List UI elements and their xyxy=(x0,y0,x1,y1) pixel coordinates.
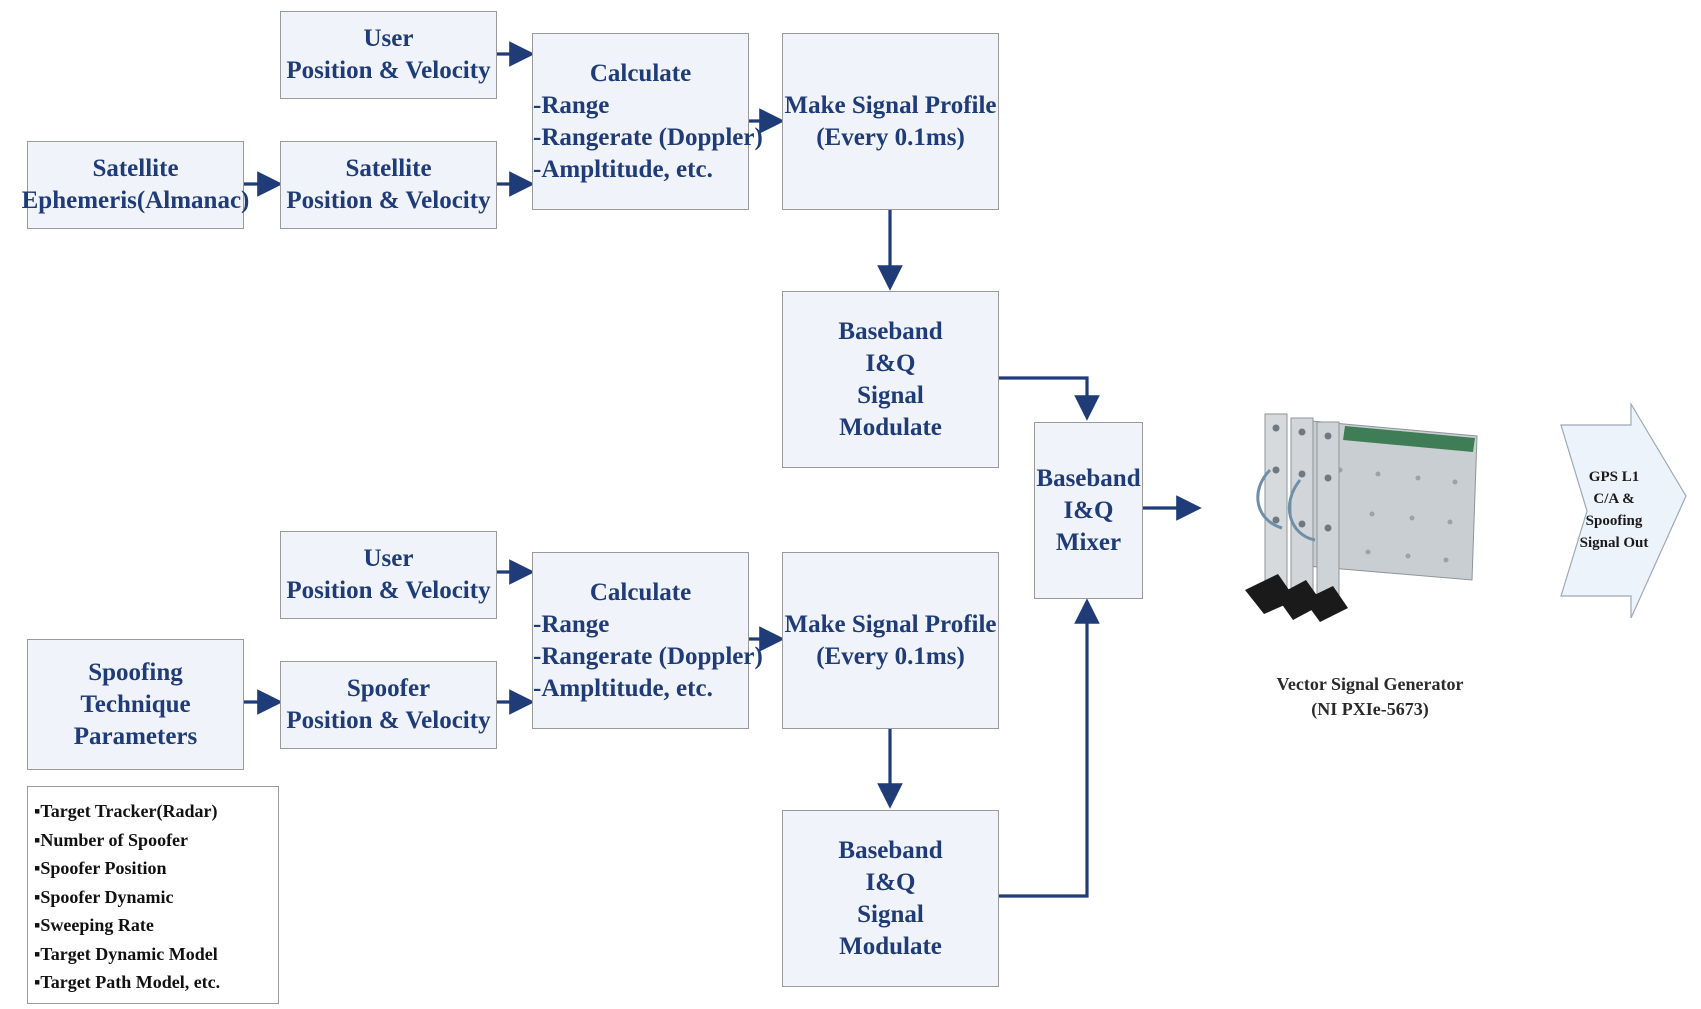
box-line: Spoofing xyxy=(88,658,183,686)
box-line: Ephemeris(Almanac) xyxy=(21,187,250,214)
satellite-position-velocity-box: Satellite Position & Velocity xyxy=(280,141,497,229)
box-line: Baseband xyxy=(838,317,943,345)
list-item: ▪Target Path Model, etc. xyxy=(34,972,221,992)
list-item: ▪Spoofer Dynamic xyxy=(34,886,174,907)
signal-profile-top-box: Make Signal Profile (Every 0.1ms) xyxy=(782,33,999,210)
box-line: Baseband xyxy=(1036,464,1141,492)
box-line: Baseband xyxy=(838,836,943,864)
box-line: I&Q xyxy=(1063,496,1114,524)
modulate-bottom-box: Baseband I&Q Signal Modulate xyxy=(782,810,999,987)
box-line: User xyxy=(363,545,414,572)
user-position-velocity-bottom-box: User Position & Velocity xyxy=(280,531,497,619)
arrow-modulate-top-to-mixer xyxy=(997,376,1100,421)
output-line: C/A & xyxy=(1593,491,1635,507)
box-line: Position & Velocity xyxy=(286,577,491,604)
box-title: Calculate xyxy=(589,59,692,87)
box-line: Make Signal Profile xyxy=(784,91,997,119)
box-line: Position & Velocity xyxy=(286,187,491,214)
spoofer-position-velocity-box: Spoofer Position & Velocity xyxy=(280,661,497,749)
box-line: Parameters xyxy=(73,722,198,750)
box-line: Make Signal Profile xyxy=(784,610,997,638)
list-item: ▪Spoofer Position xyxy=(34,858,167,878)
box-item: -Ampltitude, etc. xyxy=(533,674,713,702)
caption-line: (NI PXIe-5673) xyxy=(1311,699,1429,719)
output-line: Signal Out xyxy=(1579,535,1649,551)
box-item: -Rangerate (Doppler) xyxy=(533,642,763,670)
box-line: I&Q xyxy=(865,349,916,377)
box-line: Satellite xyxy=(92,155,179,182)
output-arrow-shape xyxy=(1560,401,1687,619)
calculate-top-box: Calculate -Range -Rangerate (Doppler) -A… xyxy=(532,33,763,210)
list-item: ▪Number of Spoofer xyxy=(34,829,189,850)
box-item: -Range xyxy=(533,610,610,638)
box-title: Calculate xyxy=(589,578,692,606)
vector-signal-generator-image xyxy=(1245,413,1478,622)
box-line: User xyxy=(363,25,414,52)
box-line: Technique xyxy=(80,690,191,718)
calculate-bottom-box: Calculate -Range -Rangerate (Doppler) -A… xyxy=(532,552,763,729)
box-line: Satellite xyxy=(345,155,432,182)
list-item: ▪Sweeping Rate xyxy=(34,915,154,935)
box-line: Position & Velocity xyxy=(286,57,491,84)
box-line: Position & Velocity xyxy=(286,707,491,734)
box-line: Mixer xyxy=(1055,528,1122,556)
box-line: (Every 0.1ms) xyxy=(816,123,965,151)
box-line: Modulate xyxy=(839,932,942,960)
satellite-ephemeris-box: Satellite Ephemeris(Almanac) xyxy=(22,141,249,229)
box-line: I&Q xyxy=(865,868,916,896)
caption-line: Vector Signal Generator xyxy=(1276,674,1464,694)
box-line: Modulate xyxy=(839,413,942,441)
box-line: Signal xyxy=(857,381,924,409)
output-arrow-label: GPS L1 C/A & Spoofing Signal Out xyxy=(1564,466,1664,554)
mixer-box: Baseband I&Q Mixer xyxy=(1034,422,1143,599)
box-item: -Range xyxy=(533,91,610,119)
spoofing-parameters-list: ▪Target Tracker(Radar) ▪Number of Spoofe… xyxy=(27,786,279,1004)
modulate-top-box: Baseband I&Q Signal Modulate xyxy=(782,291,999,468)
signal-profile-bottom-box: Make Signal Profile (Every 0.1ms) xyxy=(782,552,999,729)
list-item: ▪Target Dynamic Model xyxy=(34,943,218,964)
user-position-velocity-top-box: User Position & Velocity xyxy=(280,11,497,99)
box-item: -Ampltitude, etc. xyxy=(533,155,713,183)
arrow-modulate-bottom-to-mixer xyxy=(997,598,1100,898)
output-line: Spoofing xyxy=(1585,513,1643,529)
box-line: Signal xyxy=(857,900,924,928)
box-item: -Rangerate (Doppler) xyxy=(533,123,763,151)
spoofing-parameters-box: Spoofing Technique Parameters xyxy=(27,639,244,770)
box-line: (Every 0.1ms) xyxy=(816,642,965,670)
box-line: Spoofer xyxy=(346,675,431,702)
output-line: GPS L1 xyxy=(1588,469,1640,485)
list-item: ▪Target Tracker(Radar) xyxy=(34,801,218,821)
generator-caption: Vector Signal Generator (NI PXIe-5673) xyxy=(1220,672,1520,722)
